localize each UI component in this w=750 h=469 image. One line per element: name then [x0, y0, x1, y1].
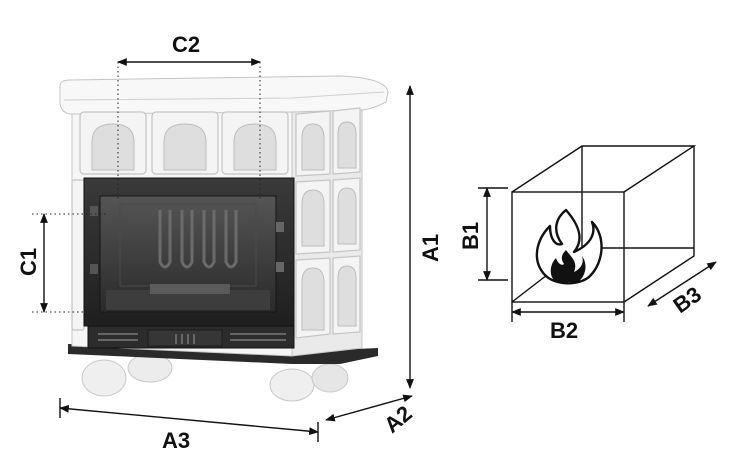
label-a1: A1	[418, 234, 443, 262]
label-b2: B2	[550, 318, 578, 343]
label-b3: B3	[669, 281, 706, 318]
label-c1: C1	[16, 248, 41, 276]
dimension-a1: A1	[406, 85, 443, 389]
label-b1: B1	[458, 222, 483, 250]
top-tiles	[79, 111, 289, 175]
side-tiles	[71, 107, 361, 339]
dimension-a2: A2	[325, 394, 417, 438]
label-a2: A2	[379, 401, 417, 438]
dimension-c2: C2	[117, 32, 261, 200]
stove-illustration	[59, 75, 389, 402]
label-c2: C2	[172, 32, 200, 57]
firebox-diagram: B1 B2 B3	[458, 145, 717, 343]
stove-crown	[59, 75, 389, 115]
flame-icon	[535, 208, 603, 285]
dimension-a3: A3	[59, 398, 319, 453]
dimension-c1: C1	[16, 213, 108, 313]
label-a3: A3	[162, 428, 190, 453]
firebox-door	[83, 177, 295, 349]
stove-legs	[81, 353, 349, 402]
